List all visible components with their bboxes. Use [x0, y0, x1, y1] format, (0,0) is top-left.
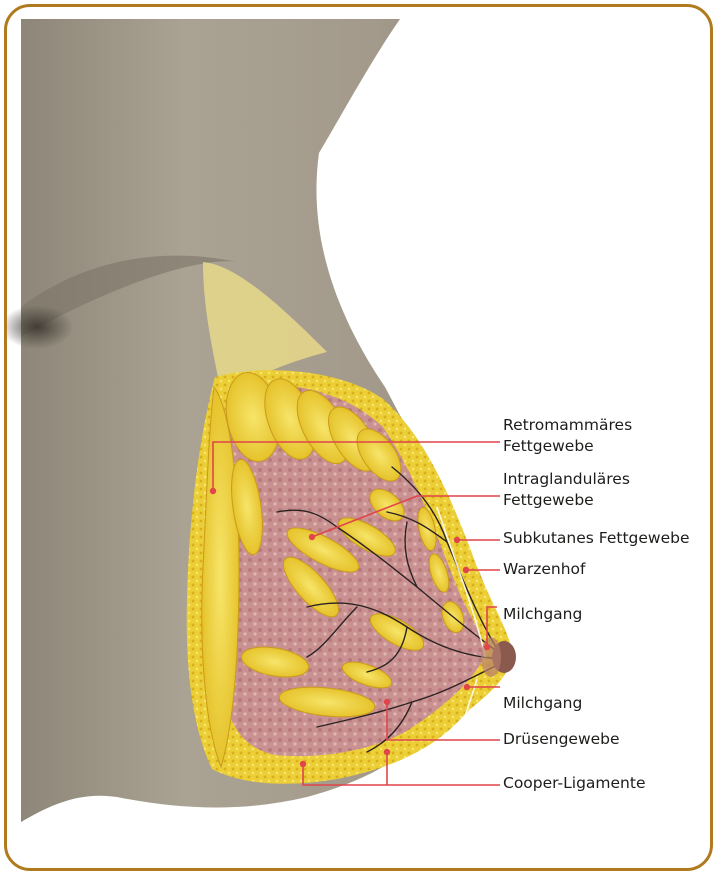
label-gland-tissue: Drüsengewebe [503, 729, 620, 750]
diagram-frame: Retromammäres Fettgewebe Intraglanduläre… [4, 4, 713, 871]
label-areola: Warzenhof [503, 559, 585, 580]
areola [481, 637, 501, 677]
label-subcutaneous-fat: Subkutanes Fettgewebe [503, 528, 689, 549]
label-milk-duct-upper: Milchgang [503, 604, 582, 625]
label-intraglandular-fat: Intraglanduläres Fettgewebe [503, 469, 630, 511]
label-cooper-ligaments: Cooper-Ligamente [503, 773, 646, 794]
label-milk-duct-lower: Milchgang [503, 693, 582, 714]
label-retromammary-fat: Retromammäres Fettgewebe [503, 415, 632, 457]
